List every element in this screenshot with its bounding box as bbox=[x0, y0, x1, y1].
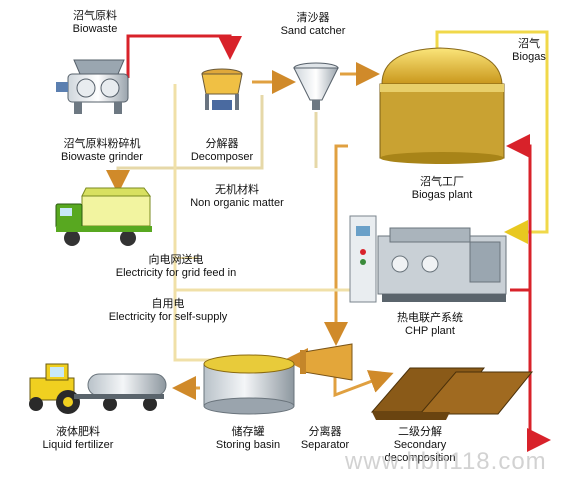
liquid-fertilizer-en: Liquid fertilizer bbox=[42, 439, 114, 451]
biowaste-zh: 沼气原料 bbox=[72, 10, 117, 22]
label-storing-basin: 储存罐 Storing basin bbox=[216, 426, 280, 452]
label-biowaste: 沼气原料 Biowaste bbox=[73, 10, 118, 36]
grinder-en: Biowaste grinder bbox=[61, 151, 143, 163]
chp-plant-en: CHP plant bbox=[405, 325, 455, 337]
label-non-organic: 无机材料 Non organic matter bbox=[190, 184, 284, 210]
flow-heat-down bbox=[527, 290, 551, 452]
self-supply-en: Electricity for self-supply bbox=[108, 311, 228, 323]
storing-basin-zh: 储存罐 bbox=[231, 426, 265, 438]
flow-plant-to-separator bbox=[324, 144, 348, 346]
biogas-zh: 沼气 bbox=[517, 38, 540, 50]
watermark: www.hbh118.com bbox=[345, 448, 547, 475]
storing-basin-en: Storing basin bbox=[215, 439, 281, 451]
separator-en: Separator bbox=[300, 439, 350, 451]
decomposer bbox=[201, 68, 243, 110]
label-biogas: 沼气 Biogas bbox=[512, 38, 546, 64]
biogas-plant bbox=[379, 47, 505, 164]
label-chp-plant: 热电联产系统 CHP plant bbox=[397, 312, 463, 338]
flow-separator-to-secondary bbox=[333, 370, 394, 398]
sand-catcher-zh: 清沙器 bbox=[296, 12, 330, 24]
secondary-decomposition-heaps bbox=[370, 367, 534, 420]
decomposer-en: Decomposer bbox=[190, 151, 254, 163]
grinder-zh: 沼气原料粉碎机 bbox=[63, 138, 141, 150]
secondary-zh: 二级分解 bbox=[398, 426, 442, 438]
flow-grinder-to-decomposer bbox=[126, 34, 242, 78]
sand-catcher bbox=[293, 62, 339, 110]
decomposer-zh: 分解器 bbox=[205, 138, 239, 150]
label-separator: 分离器 Separator bbox=[301, 426, 349, 452]
separator bbox=[300, 343, 353, 381]
grid-feed-zh: 向电网送电 bbox=[148, 254, 204, 266]
storing-basin bbox=[203, 354, 295, 415]
biogas-plant-zh: 沼气工厂 bbox=[419, 176, 464, 188]
flow-decomposer-to-truck bbox=[106, 95, 264, 194]
biogas-plant-en: Biogas plant bbox=[411, 189, 473, 201]
label-secondary-decomposition: 二级分解 Secondary decomposition bbox=[360, 426, 480, 465]
non-organic-zh: 无机材料 bbox=[214, 184, 259, 196]
label-decomposer: 分解器 Decomposer bbox=[191, 138, 253, 164]
chp-plant-zh: 热电联产系统 bbox=[397, 312, 463, 324]
label-grinder: 沼气原料粉碎机 Biowaste grinder bbox=[61, 138, 143, 164]
label-grid-feed: 向电网送电 Electricity for grid feed in bbox=[116, 254, 236, 280]
non-organic-en: Non organic matter bbox=[190, 197, 284, 209]
label-self-supply: 自用电 Electricity for self-supply bbox=[109, 298, 228, 324]
dump-truck bbox=[55, 187, 152, 246]
secondary-en: Secondary decomposition bbox=[384, 439, 456, 464]
flow-heat-return bbox=[506, 134, 532, 292]
liquid-fertilizer-zh: 液体肥料 bbox=[55, 426, 100, 438]
biowaste-grinder bbox=[56, 59, 129, 114]
label-liquid-fertilizer: 液体肥料 Liquid fertilizer bbox=[43, 426, 114, 452]
biogas-en: Biogas bbox=[512, 51, 546, 63]
sand-catcher-en: Sand catcher bbox=[280, 25, 346, 37]
self-supply-zh: 自用电 bbox=[151, 298, 185, 310]
tractor-with-tank bbox=[29, 363, 167, 414]
biowaste-en: Biowaste bbox=[72, 23, 118, 35]
grid-feed-en: Electricity for grid feed in bbox=[115, 267, 237, 279]
separator-zh: 分离器 bbox=[308, 426, 342, 438]
label-biogas-plant: 沼气工厂 Biogas plant bbox=[412, 176, 473, 202]
flow-biogas-line bbox=[435, 30, 549, 244]
label-sand-catcher: 清沙器 Sand catcher bbox=[281, 12, 346, 38]
chp-plant bbox=[349, 215, 507, 303]
